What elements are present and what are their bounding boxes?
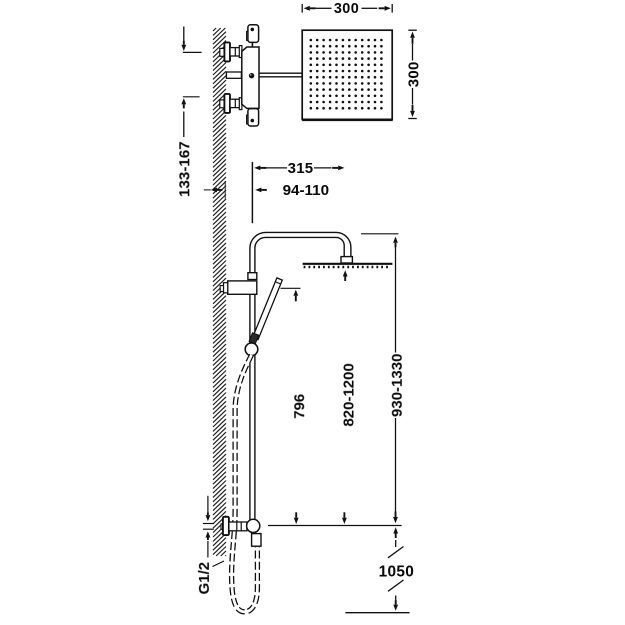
svg-text:820-1200: 820-1200 (340, 363, 357, 426)
svg-text:G1/2: G1/2 (196, 562, 213, 595)
svg-text:300: 300 (334, 1, 359, 17)
svg-text:315: 315 (288, 160, 314, 177)
svg-text:300: 300 (406, 61, 423, 87)
svg-text:796: 796 (291, 394, 308, 419)
svg-text:930-1330: 930-1330 (389, 354, 406, 417)
svg-text:133-167: 133-167 (177, 141, 194, 197)
svg-text:1050: 1050 (379, 563, 414, 580)
svg-text:94-110: 94-110 (283, 182, 329, 199)
